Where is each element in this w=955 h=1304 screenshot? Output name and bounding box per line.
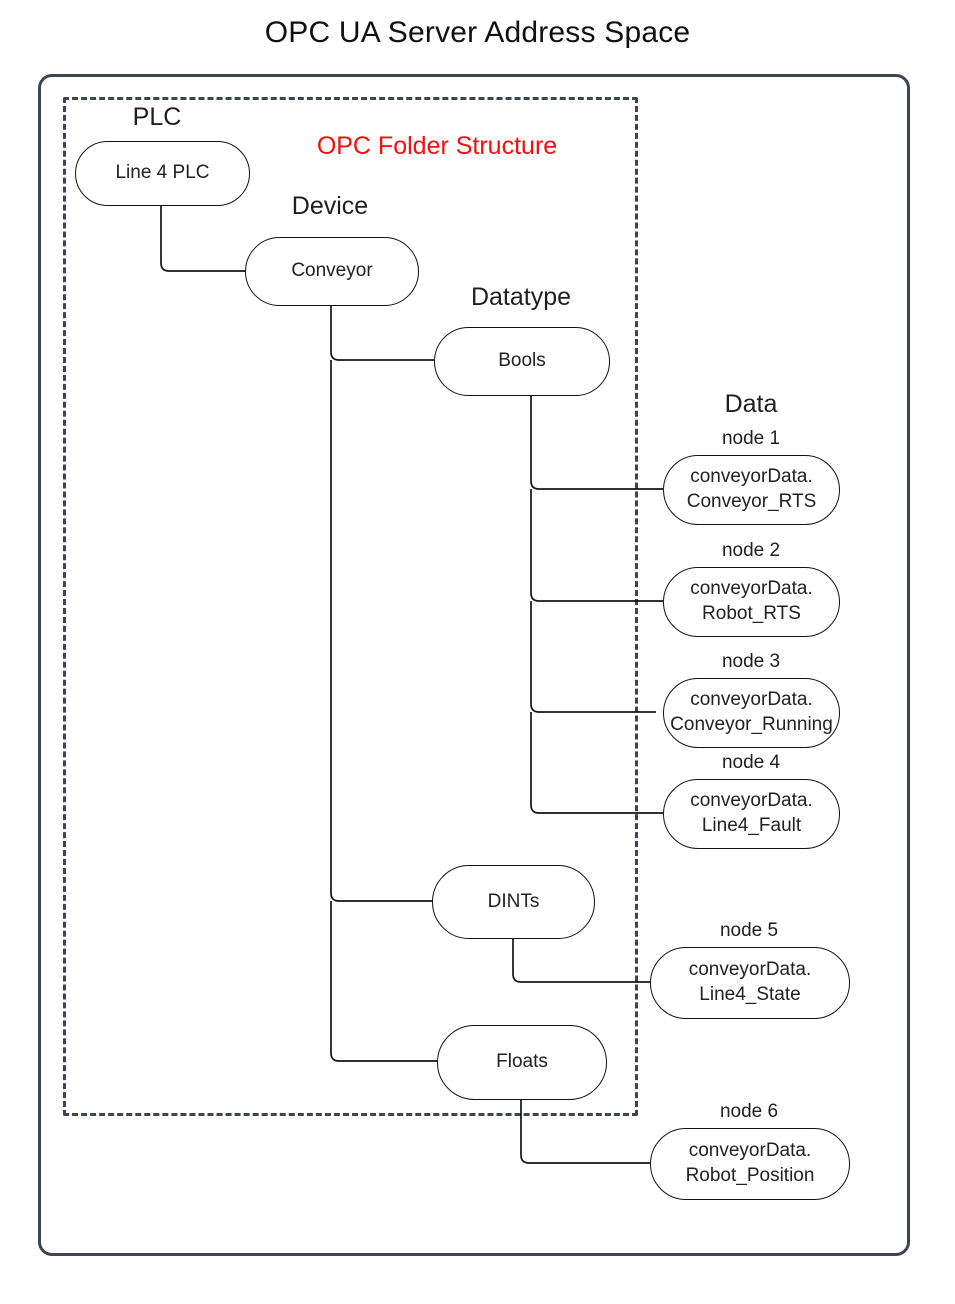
folder-node-floats-label: Floats (496, 1051, 548, 1073)
folder-node-dints-label: DINTs (487, 890, 540, 912)
folder-node-device-label: Conveyor (291, 260, 373, 282)
data-node3: conveyorData. Conveyor_Running (663, 678, 840, 748)
data-node5-caption: node 5 (719, 920, 779, 941)
folder-node-bools: Bools (434, 327, 610, 396)
opc-folder-structure-label: OPC Folder Structure (316, 132, 558, 160)
data-node3-line1: conveyorData. (690, 689, 813, 711)
data-node6-line1: conveyorData. (688, 1140, 812, 1162)
data-node3-line2: Conveyor_Running (670, 714, 833, 735)
folder-node-plc: Line 4 PLC (75, 141, 250, 206)
folder-node-dints: DINTs (432, 865, 595, 939)
level-label-plc: PLC (132, 103, 182, 131)
data-node5-line1: conveyorData. (688, 959, 812, 981)
data-node4-line2: Line4_Fault (701, 815, 802, 836)
data-node1-line2: Conveyor_RTS (686, 491, 817, 512)
data-node4-caption: node 4 (721, 752, 781, 773)
data-node2: conveyorData. Robot_RTS (663, 567, 840, 637)
data-node4-line1: conveyorData. (690, 790, 813, 812)
data-node1-line1: conveyorData. (690, 466, 813, 488)
data-node5: conveyorData. Line4_State (650, 947, 850, 1019)
level-label-device: Device (291, 192, 369, 220)
data-node1-caption: node 1 (721, 428, 781, 449)
data-node3-caption: node 3 (721, 651, 781, 672)
data-node4: conveyorData. Line4_Fault (663, 779, 840, 849)
data-node2-caption: node 2 (721, 540, 781, 561)
data-node5-line2: Line4_State (699, 984, 801, 1005)
level-label-data: Data (724, 390, 778, 418)
data-node6: conveyorData. Robot_Position (650, 1128, 850, 1200)
folder-node-device: Conveyor (245, 237, 419, 306)
data-node6-line2: Robot_Position (685, 1165, 815, 1186)
diagram-title: OPC UA Server Address Space (264, 16, 691, 49)
data-node2-line2: Robot_RTS (702, 603, 801, 624)
folder-node-bools-label: Bools (498, 350, 546, 372)
folder-node-floats: Floats (437, 1025, 607, 1100)
level-label-datatype: Datatype (470, 283, 572, 311)
folder-node-plc-label: Line 4 PLC (115, 162, 210, 184)
data-node6-caption: node 6 (719, 1101, 779, 1122)
data-node2-line1: conveyorData. (690, 578, 813, 600)
data-node1: conveyorData. Conveyor_RTS (663, 455, 840, 525)
address-space-frame (38, 74, 910, 1256)
